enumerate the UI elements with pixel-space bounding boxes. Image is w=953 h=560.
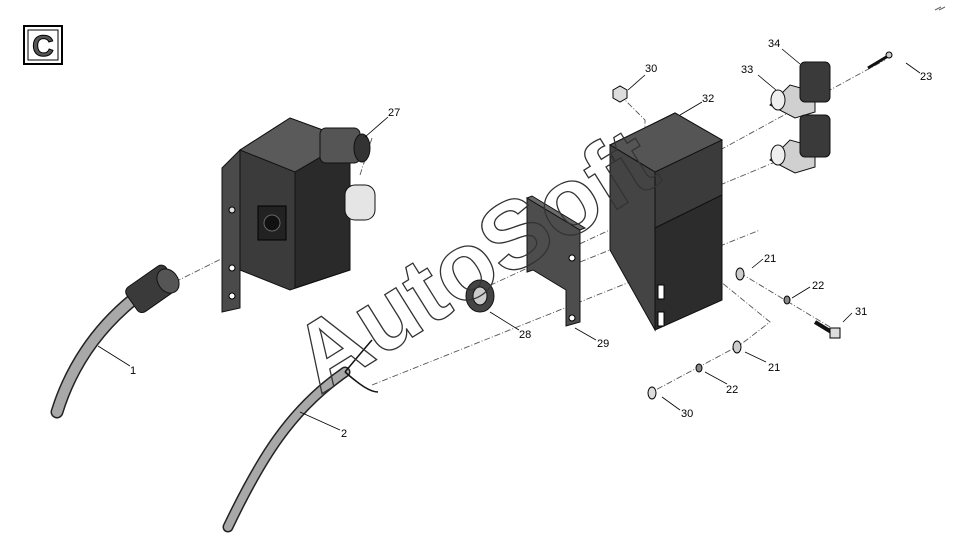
socket-33-lower [769,114,831,174]
leader-lines [97,48,921,431]
screw-23 [867,51,893,70]
nut-30-bottom [647,386,657,400]
washer-22-b [695,363,703,373]
callout-27: 27 [388,107,400,119]
socket-33-upper [769,61,831,119]
callout-22-a: 22 [812,280,824,292]
cable-2 [222,339,379,533]
washer-21-a [735,267,745,281]
washer-22-a [783,295,791,305]
callout-33: 33 [741,64,753,76]
corner-mark [934,6,946,11]
cable-1 [50,264,180,419]
callout-22-b: 22 [726,384,738,396]
callout-28: 28 [519,329,531,341]
washer-21-b [732,340,742,354]
bolt-31 [813,320,841,339]
callout-21-b: 21 [768,362,780,374]
bracket-32 [608,112,724,332]
callout-29: 29 [597,338,609,350]
bracket-plate-29 [525,195,587,327]
section-badge-letter: C [32,30,54,63]
callout-21-a: 21 [764,253,776,265]
grommet-28 [465,279,495,313]
section-badge: C [23,25,63,65]
callout-30-top: 30 [645,63,657,75]
callout-34: 34 [768,38,780,50]
nut-30-top [612,85,628,103]
callout-31: 31 [855,306,867,318]
callouts: 1 2 21 21 22 22 23 27 28 29 30 30 31 32 … [130,38,932,440]
round-connector [125,264,180,314]
callout-2: 2 [341,428,347,440]
callout-1: 1 [130,365,136,377]
switch-housing-27 [221,117,376,313]
callout-23: 23 [920,71,932,83]
hardware [612,51,893,400]
callout-30-bottom: 30 [681,408,693,420]
callout-32: 32 [702,93,714,105]
